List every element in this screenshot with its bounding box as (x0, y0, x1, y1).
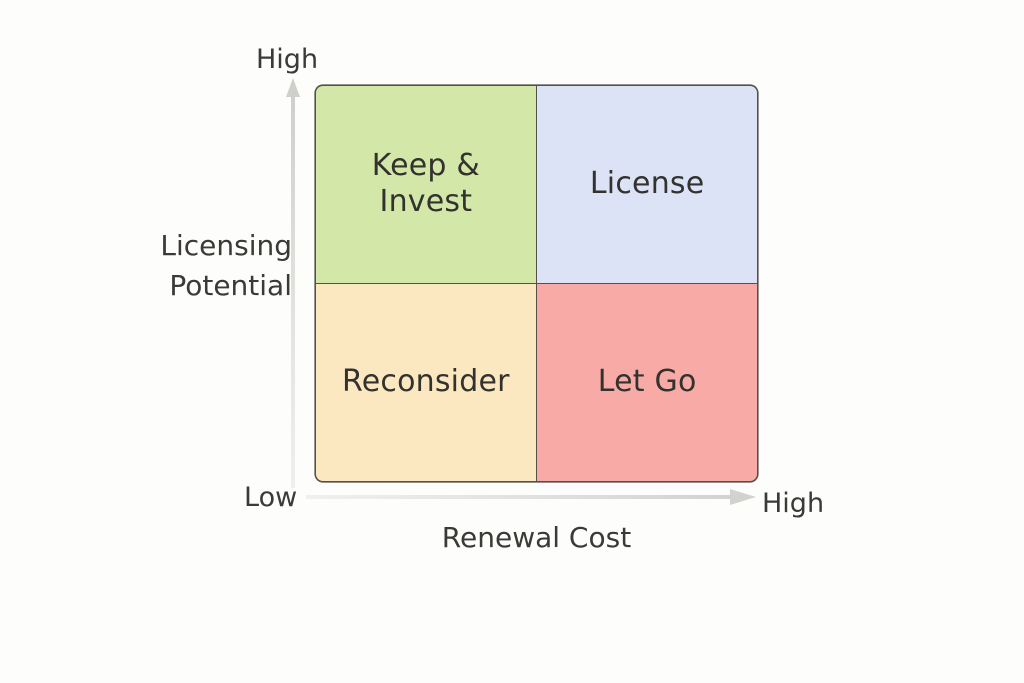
x-axis-title: Renewal Cost (441, 521, 632, 554)
quadrant-keep-invest[interactable]: Keep & Invest (316, 86, 536, 283)
quadrant-let-go[interactable]: Let Go (537, 284, 757, 481)
y-axis-arrow-icon (286, 78, 300, 488)
y-axis-title: Licensing Potential (160, 229, 292, 302)
quadrant-let-go-label: Let Go (597, 364, 697, 400)
quadrant-matrix: Keep & Invest License Reconsider Let Go (316, 86, 757, 481)
quadrant-reconsider-label: Reconsider (342, 364, 510, 400)
x-axis-high-label: High (762, 488, 825, 519)
quadrant-reconsider[interactable]: Reconsider (316, 284, 536, 481)
quadrant-license-label: License (589, 166, 705, 202)
y-axis-low-label: Low (244, 482, 298, 513)
quadrant-keep-invest-label: Keep & Invest (371, 147, 480, 220)
y-axis-high-label: High (256, 44, 319, 75)
quadrant-license[interactable]: License (537, 86, 757, 283)
x-axis-arrow-icon (306, 489, 756, 505)
